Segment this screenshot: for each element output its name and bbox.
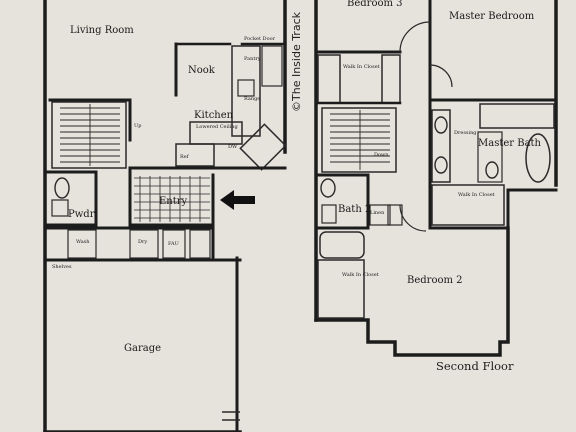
range-label: Range bbox=[244, 96, 260, 102]
kitchen-label: Kitchen bbox=[194, 110, 234, 121]
second-floor-plan bbox=[314, 0, 558, 357]
living-room-label: Living Room bbox=[70, 25, 134, 36]
entry-label: Entry bbox=[159, 196, 188, 207]
pocket-door-label: Pocket Door bbox=[244, 36, 276, 42]
bath-2-label: Bath 2 bbox=[338, 204, 371, 215]
walk-in-closet-bedroom-2-label: Walk In Closet bbox=[342, 272, 379, 278]
watermark: ©The Inside Track bbox=[290, 11, 303, 112]
up-label: Up bbox=[134, 123, 141, 129]
master-bath-label: Master Bath bbox=[478, 138, 542, 149]
shelves-label: Shelves bbox=[52, 264, 72, 270]
ref-label: Ref bbox=[180, 154, 190, 160]
linen-label: Linen bbox=[370, 210, 385, 216]
pantry-label: Pantry bbox=[244, 56, 261, 62]
fau-label: FAU bbox=[168, 241, 179, 247]
walk-in-closet-bedroom-3-label: Walk In Closet bbox=[343, 64, 380, 70]
entry-arrow-icon bbox=[220, 190, 255, 210]
pwdr-label: Pwdr bbox=[68, 209, 95, 220]
wash-label: Wash bbox=[76, 239, 90, 245]
second-floor-label: Second Floor bbox=[436, 359, 514, 373]
first-floor-plan bbox=[43, 0, 287, 432]
nook-label: Nook bbox=[188, 65, 216, 76]
dw-label: DW bbox=[228, 144, 238, 150]
garage-label: Garage bbox=[124, 343, 161, 354]
dressing-label: Dressing bbox=[454, 130, 477, 136]
lowered-ceiling-label: Lowered Ceiling bbox=[196, 124, 239, 130]
dry-label: Dry bbox=[138, 239, 147, 245]
walk-in-closet-master-label: Walk In Closet bbox=[458, 192, 495, 198]
master-bedroom-label: Master Bedroom bbox=[449, 11, 535, 22]
down-label: Down bbox=[374, 152, 389, 158]
bedroom-3-label: Bedroom 3 bbox=[347, 0, 403, 9]
bedroom-2-label: Bedroom 2 bbox=[407, 275, 463, 286]
